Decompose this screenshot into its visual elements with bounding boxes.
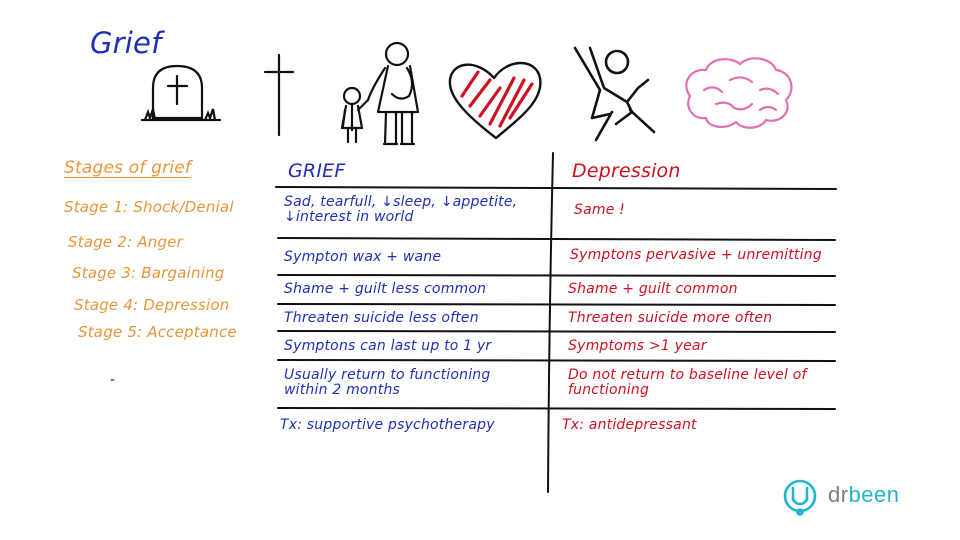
heart-icon (448, 61, 542, 140)
stage-item: Stage 4: Depression (74, 296, 230, 314)
table-line-7 (277, 407, 836, 410)
stage-item: Stage 1: Shock/Denial (64, 198, 234, 216)
stage-item: Stage 5: Acceptance (78, 323, 237, 341)
logo-prefix: dr (828, 482, 849, 507)
grief-cell: Tx: supportive psychotherapy (280, 417, 495, 433)
tombstone-icon (140, 64, 222, 122)
drbeen-logo-text: drbeen (828, 482, 900, 508)
depression-cell: Same ! (574, 202, 625, 218)
grief-cell: Usually return to functioning within 2 m… (284, 367, 491, 398)
stage-item: Stage 2: Anger (68, 233, 183, 251)
logo-suffix: been (848, 482, 900, 507)
depression-cell: Shame + guilt common (568, 281, 738, 297)
stage-item: Stage 3: Bargaining (72, 264, 225, 282)
stick-figure-icon (573, 46, 656, 142)
table-line-1 (275, 186, 837, 190)
header-grief: GRIEF (288, 160, 346, 182)
mother-child-icon (340, 41, 420, 146)
depression-cell: Threaten suicide more often (568, 310, 773, 326)
table-line-4 (277, 303, 836, 306)
depression-cell: Tx: antidepressant (562, 417, 697, 433)
grief-cell: Symptons can last up to 1 yr (284, 338, 492, 354)
table-divider-vertical (547, 152, 554, 493)
grief-cell: Sympton wax + wane (284, 249, 442, 265)
table-line-6 (277, 359, 836, 362)
cross-icon (263, 53, 295, 137)
grief-cell: Sad, tearfull, ↓sleep, ↓appetite, ↓inter… (284, 194, 518, 225)
page-title: Grief (90, 26, 162, 60)
drbeen-logo-icon (783, 479, 817, 516)
table-grid (275, 152, 837, 493)
grief-cell: Shame + guilt less common (284, 281, 487, 297)
depression-cell: Do not return to baseline level of funct… (568, 367, 807, 398)
header-depression: Depression (572, 160, 681, 182)
brain-icon (685, 57, 793, 129)
depression-cell: Symptoms >1 year (568, 338, 707, 354)
table-line-5 (277, 330, 836, 333)
table-line-2 (277, 237, 836, 241)
grief-cell: Threaten suicide less often (284, 310, 479, 326)
depression-cell: Symptons pervasive + unremitting (570, 247, 822, 263)
stages-heading: Stages of grief (64, 158, 192, 178)
stages-dash: - (110, 372, 116, 388)
table-line-3 (277, 274, 836, 277)
